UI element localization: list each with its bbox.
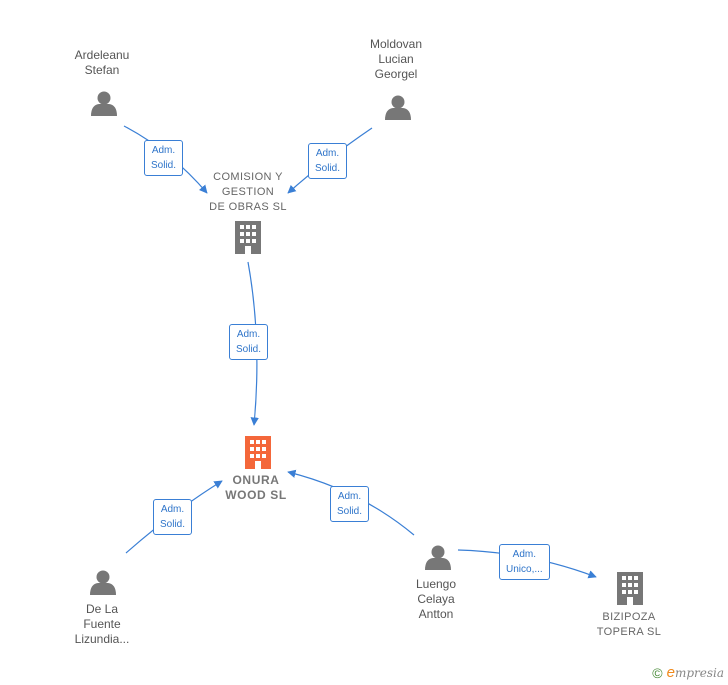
node-label-comision[interactable]: COMISION Y GESTION DE OBRAS SL [196,170,300,215]
edge-role-line: Adm. [512,549,537,560]
edge-role-line: Adm. [151,145,176,156]
node-label-line: Celaya [417,592,455,606]
node-label-bizipoza[interactable]: BIZIPOZA TOPERA SL [584,610,674,640]
node-label-delafuente[interactable]: De La Fuente Lizundia... [60,602,144,647]
copyright-icon: © [652,664,663,681]
node-label-line: Antton [418,607,454,621]
edge-role-line: Solid. [151,160,177,171]
node-label-line: BIZIPOZA [602,611,656,623]
edge-role-line: Adm. [236,329,261,340]
person-icon[interactable] [90,570,116,596]
node-label-line: Lucian [378,52,414,66]
node-label-moldovan[interactable]: Moldovan Lucian Georgel [356,37,436,82]
node-label-line: Luengo [415,577,457,591]
building-icon[interactable] [617,572,643,605]
node-label-line: DE OBRAS SL [209,201,287,213]
node-label-line: GESTION [221,186,275,198]
person-icon[interactable] [385,95,411,121]
edge-role-box[interactable]: Adm. Solid. [229,324,269,360]
edge-role-box[interactable]: Adm. Solid. [153,499,193,535]
node-label-onura[interactable]: ONURA WOOD SL [214,473,298,503]
edge-role-line: Adm. [315,148,340,159]
edge-role-line: Adm. [160,504,185,515]
node-label-line: Lizundia... [74,632,130,646]
node-label-line: De La [85,602,119,616]
node-label-line: Georgel [374,67,418,81]
edge-role-line: Solid. [337,506,363,517]
node-label-line: COMISION Y [213,171,283,183]
brand-logo: empresia [667,664,724,681]
footer-brand[interactable]: © empresia [652,664,724,681]
node-label-line: WOOD SL [225,488,287,502]
building-icon-focus[interactable] [245,436,271,469]
edge-role-line: Solid. [315,163,341,174]
node-label-line: TOPERA SL [596,626,662,638]
node-label-line: ONURA [232,473,280,487]
node-label-ardeleanu[interactable]: Ardeleanu Stefan [64,48,140,78]
edge-role-line: Unico,... [506,564,543,575]
edge-role-box[interactable]: Adm. Solid. [308,143,348,179]
edge-role-box[interactable]: Adm. Unico,... [499,544,550,580]
edge-role-line: Solid. [236,344,262,355]
brand-name: mpresia [674,666,724,680]
person-icon[interactable] [425,545,451,571]
person-icon[interactable] [91,91,117,117]
brand-initial: e [666,664,675,681]
edge-role-box[interactable]: Adm. Solid. [144,140,184,176]
node-label-luengo[interactable]: Luengo Celaya Antton [400,577,472,622]
node-label-line: Stefan [84,63,120,77]
node-label-line: Fuente [83,617,121,631]
edge-role-box[interactable]: Adm. Solid. [330,486,370,522]
edge-role-line: Solid. [160,519,186,530]
node-label-line: Moldovan [369,37,423,51]
edge-role-line: Adm. [337,491,362,502]
building-icon[interactable] [235,221,261,254]
node-label-line: Ardeleanu [74,48,130,62]
